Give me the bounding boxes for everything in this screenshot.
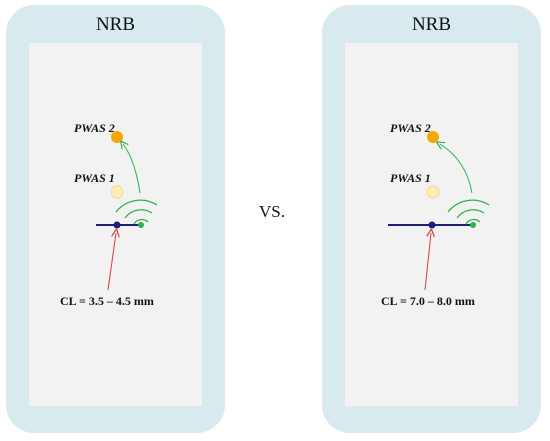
right-crack-tip [428,221,436,229]
right-pwas2-sensor [427,131,439,143]
right-wave-arc-3 [447,199,490,213]
vs-separator: VS. [259,202,285,221]
left-panel-title: NRB [95,14,136,35]
left-wave-arc-3 [115,199,158,213]
left-scatter-arrow [123,144,141,194]
left-crack-length-label: CL = 3.5 – 4.5 mm [60,294,154,308]
right-wave-arc-2 [456,209,485,219]
left-wave-arc-2 [124,209,153,219]
left-pwas2-label: PWAS 2 [74,121,115,135]
left-pwas1-sensor [110,185,124,199]
right-scatter-arrow [440,144,473,194]
right-pwas1-label: PWAS 1 [390,171,431,185]
right-crack-length-label: CL = 7.0 – 8.0 mm [381,294,475,308]
right-pwas1-sensor [426,185,440,199]
left-crack-tip [113,221,121,229]
left-crack-length-arrow [107,233,116,291]
left-source-icon [138,222,144,228]
right-pwas2-label: PWAS 2 [390,121,431,135]
left-pwas1-label: PWAS 1 [74,171,115,185]
right-crack-length-arrow [424,233,431,291]
right-wave-arc-1 [465,218,481,225]
left-wave-arc-1 [133,218,149,225]
right-source-icon [470,222,476,228]
right-panel-title: NRB [411,14,452,35]
